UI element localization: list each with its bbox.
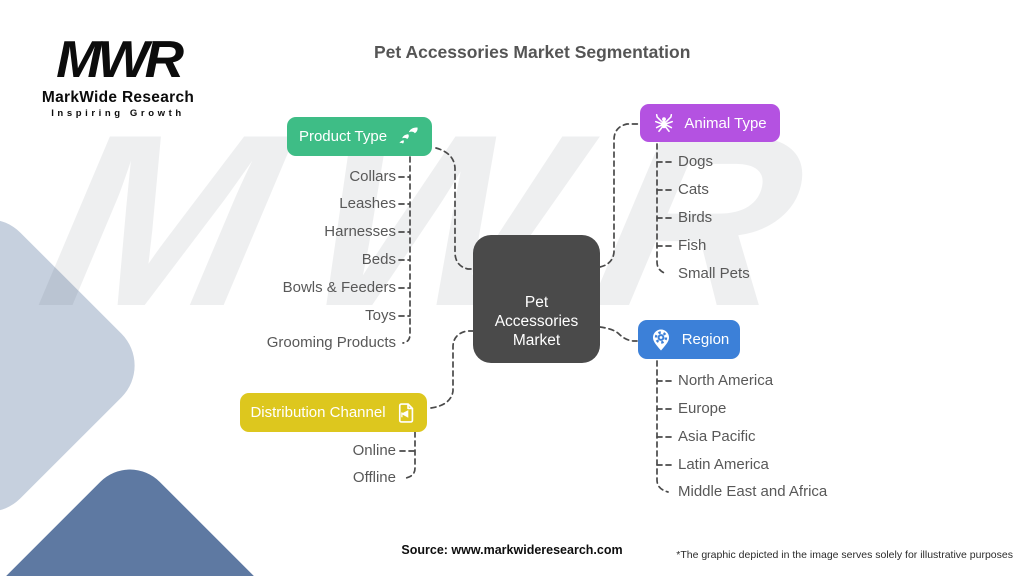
node-region: Region: [638, 320, 740, 359]
node-product-type-label: Product Type: [298, 128, 388, 145]
list-item: Europe: [678, 400, 727, 417]
list-item: Offline: [352, 469, 396, 486]
list-item: Leashes: [339, 195, 396, 212]
spider-icon: [653, 112, 675, 134]
list-item: North America: [678, 372, 774, 389]
bird-icon: [396, 125, 420, 149]
list-item: Cats: [678, 181, 709, 198]
list-item: Asia Pacific: [678, 428, 756, 445]
central-node-label: Pet Accessories Market: [494, 294, 579, 349]
list-item: Harnesses: [324, 223, 396, 240]
list-item: Birds: [678, 209, 713, 226]
list-item: Bowls & Feeders: [282, 279, 396, 296]
list-item: Latin America: [678, 456, 769, 473]
node-region-label: Region: [681, 331, 730, 348]
logo-tagline: Inspiring Growth: [51, 108, 185, 119]
logo-name: MarkWide Research: [41, 89, 195, 106]
source-text: Source: www.markwideresearch.com: [401, 543, 623, 557]
list-item: Dogs: [678, 153, 714, 170]
node-product-type: Product Type: [287, 117, 432, 156]
document-arrow-icon: [395, 402, 417, 424]
node-animal-type-label: Animal Type: [684, 114, 767, 132]
list-item: Grooming Products: [266, 334, 396, 351]
list-item: Online: [352, 442, 396, 459]
page-title: Pet Accessories Market Segmentation: [374, 42, 691, 62]
list-item: Small Pets: [678, 265, 750, 282]
logo-acronym: MWR: [56, 31, 184, 89]
central-node: Pet Accessories Market: [473, 235, 600, 363]
disclaimer-text: *The graphic depicted in the image serve…: [676, 549, 1013, 561]
list-item: Beds: [361, 251, 396, 268]
node-distribution-channel-label: Distribution Channel: [250, 404, 386, 421]
list-item: Toys: [365, 307, 396, 324]
list-item: Middle East and Africa: [678, 483, 828, 500]
node-distribution-channel: Distribution Channel: [240, 393, 427, 432]
map-pin-gear-icon: [649, 328, 673, 352]
markwide-logo: MWR MarkWide Research Inspiring Growth: [30, 34, 206, 119]
list-item: Fish: [678, 237, 707, 254]
list-item: Collars: [349, 168, 396, 185]
node-animal-type: Animal Type: [640, 104, 780, 142]
